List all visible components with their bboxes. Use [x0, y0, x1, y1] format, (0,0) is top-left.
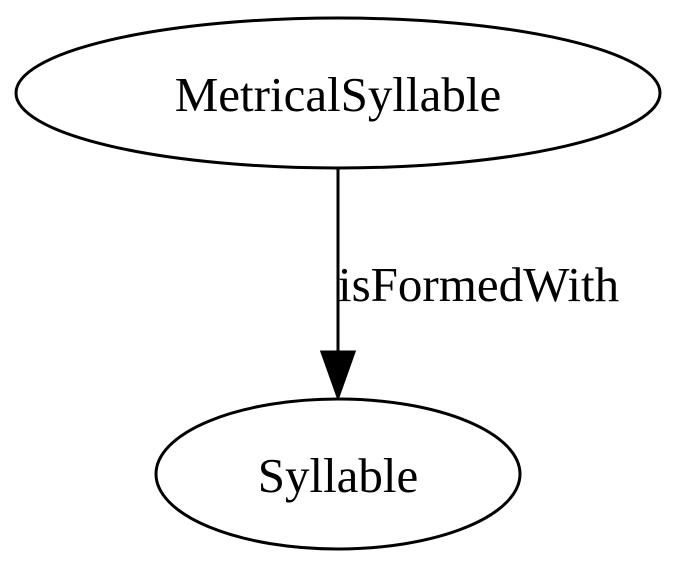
edge-is-formed-with-label: isFormedWith: [338, 257, 619, 312]
node-syllable-shape: [154, 397, 522, 551]
node-metrical-syllable[interactable]: MetricalSyllable: [14, 16, 662, 170]
node-syllable[interactable]: Syllable: [154, 397, 522, 551]
edge-is-formed-with-arrowhead: [319, 350, 357, 402]
node-metrical-syllable-label: MetricalSyllable: [175, 67, 502, 122]
node-syllable-label: Syllable: [258, 448, 419, 503]
edge-is-formed-with[interactable]: isFormedWith: [319, 168, 619, 402]
